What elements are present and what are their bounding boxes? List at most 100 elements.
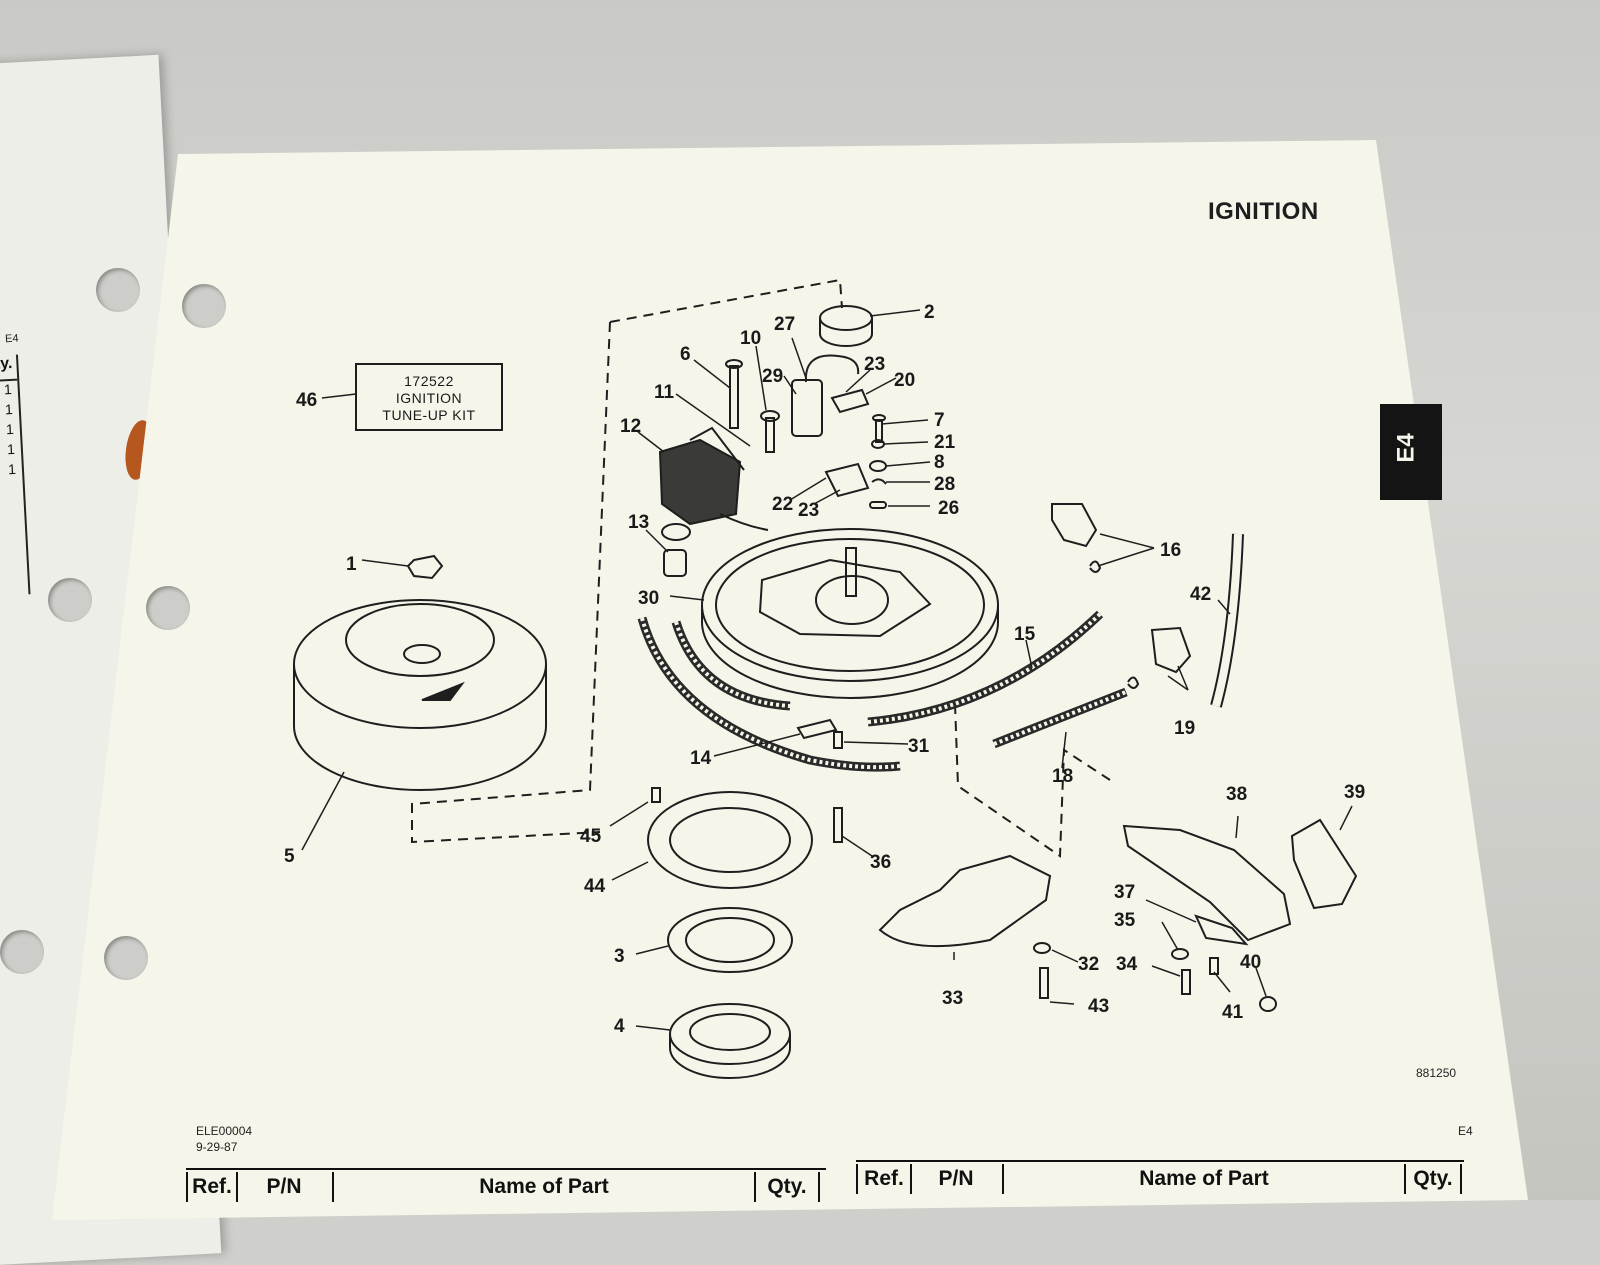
callout-27: 27 [774, 314, 795, 335]
link [1194, 914, 1249, 946]
callout-31: 31 [908, 736, 930, 757]
spacer [663, 549, 687, 577]
kit-line2: TUNE-UP KIT [382, 407, 475, 423]
coil-lead [719, 513, 769, 531]
spring [1127, 676, 1140, 689]
footer-page-ref: E4 [1458, 1124, 1473, 1138]
retaining-plate [647, 791, 813, 889]
callout-7: 7 [934, 410, 945, 431]
callout-16: 16 [1160, 540, 1181, 561]
spark-plug-boot [1150, 626, 1192, 674]
callout-10: 10 [740, 328, 761, 349]
dashed-envelope [411, 278, 843, 844]
callout-5: 5 [284, 846, 295, 867]
callout-36: 36 [870, 852, 891, 873]
binder-hole [0, 930, 44, 974]
col-header-pn: P/N [910, 1164, 1004, 1194]
lead-wire [671, 620, 791, 711]
parts-table-left: Ref. P/N Name of Part Qty. [186, 1168, 826, 1210]
ring [819, 305, 873, 331]
lead-wire [637, 616, 901, 772]
nut [1171, 948, 1189, 960]
callout-22: 22 [772, 494, 793, 515]
screw [1039, 967, 1049, 999]
binder-hole [96, 268, 140, 312]
high-tension-lead [992, 687, 1128, 749]
callout-1: 1 [346, 554, 357, 575]
washer [869, 460, 887, 472]
screw [833, 731, 843, 749]
callout-4: 4 [614, 1016, 625, 1037]
screw [1209, 957, 1219, 975]
pin [869, 501, 887, 509]
bracket [1122, 824, 1292, 942]
callout-42: 42 [1190, 584, 1211, 605]
armature-plate [701, 528, 999, 699]
callout-28: 28 [934, 474, 955, 495]
clip [871, 478, 887, 485]
callout-15: 15 [1014, 624, 1036, 645]
callout-18: 18 [1052, 766, 1073, 787]
callout-21: 21 [934, 432, 956, 453]
kit-part-number: 172522 [404, 373, 454, 389]
binder-hole [104, 936, 148, 980]
callout-34: 34 [1116, 954, 1138, 975]
screw [1181, 969, 1191, 995]
spark-plug-boot [1051, 503, 1098, 548]
callout-33: 33 [942, 988, 963, 1009]
spring [1089, 560, 1102, 573]
callout-labels: 1 2 3 4 5 6 7 8 10 11 12 13 14 15 16 18 … [284, 302, 1365, 1037]
screw [875, 419, 883, 443]
coil-foot [661, 523, 691, 541]
binder-hole [146, 586, 190, 630]
callout-12: 12 [620, 416, 641, 437]
screw [765, 417, 775, 453]
footer-date: 9-29-87 [196, 1140, 238, 1154]
flywheel [293, 599, 547, 791]
callout-41: 41 [1222, 1002, 1244, 1023]
clamp [796, 718, 838, 740]
tune-up-kit-box: 172522 IGNITION TUNE-UP KIT [321, 363, 503, 431]
callout-23: 23 [798, 500, 819, 521]
callout-45: 45 [580, 826, 602, 847]
callout-46: 46 [296, 390, 317, 411]
callout-8: 8 [934, 452, 945, 473]
callout-35: 35 [1114, 910, 1136, 931]
section-title: IGNITION [1208, 198, 1319, 225]
callout-19: 19 [1174, 718, 1195, 739]
callout-43: 43 [1088, 996, 1109, 1017]
col-header-ref: Ref. [856, 1164, 912, 1194]
col-header-ref: Ref. [186, 1172, 238, 1202]
cam-pad [1290, 818, 1358, 910]
callout-40: 40 [1240, 952, 1261, 973]
callout-30: 30 [638, 588, 659, 609]
callout-29: 29 [762, 366, 783, 387]
callout-14: 14 [690, 748, 712, 769]
binder-hole [182, 284, 226, 328]
screw [833, 807, 843, 843]
callout-23: 23 [864, 354, 885, 375]
callout-13: 13 [628, 512, 649, 533]
callout-26: 26 [938, 498, 959, 519]
callout-44: 44 [584, 876, 606, 897]
exploded-view-diagram: 172522 IGNITION TUNE-UP KIT 1 2 3 4 5 6 … [284, 278, 1365, 1079]
callout-32: 32 [1078, 954, 1099, 975]
screw [651, 787, 661, 803]
callout-6: 6 [680, 344, 691, 365]
callout-11: 11 [654, 382, 675, 403]
contact-points [830, 388, 870, 414]
high-tension-lead [867, 610, 1104, 727]
col-header-qty: Qty. [1406, 1164, 1462, 1194]
leader-lines [301, 309, 1353, 1031]
callout-3: 3 [614, 946, 625, 967]
col-header-name: Name of Part [1004, 1164, 1406, 1194]
washer [1033, 942, 1051, 954]
spacer-ring [667, 907, 793, 973]
callout-39: 39 [1344, 782, 1365, 803]
col-header-pn: P/N [236, 1172, 334, 1202]
parts-table-right: Ref. P/N Name of Part Qty. [856, 1160, 1464, 1202]
col-header-qty: Qty. [756, 1172, 820, 1202]
footer-code: ELE00004 [196, 1124, 253, 1138]
binder-hole [48, 578, 92, 622]
callout-20: 20 [894, 370, 915, 391]
